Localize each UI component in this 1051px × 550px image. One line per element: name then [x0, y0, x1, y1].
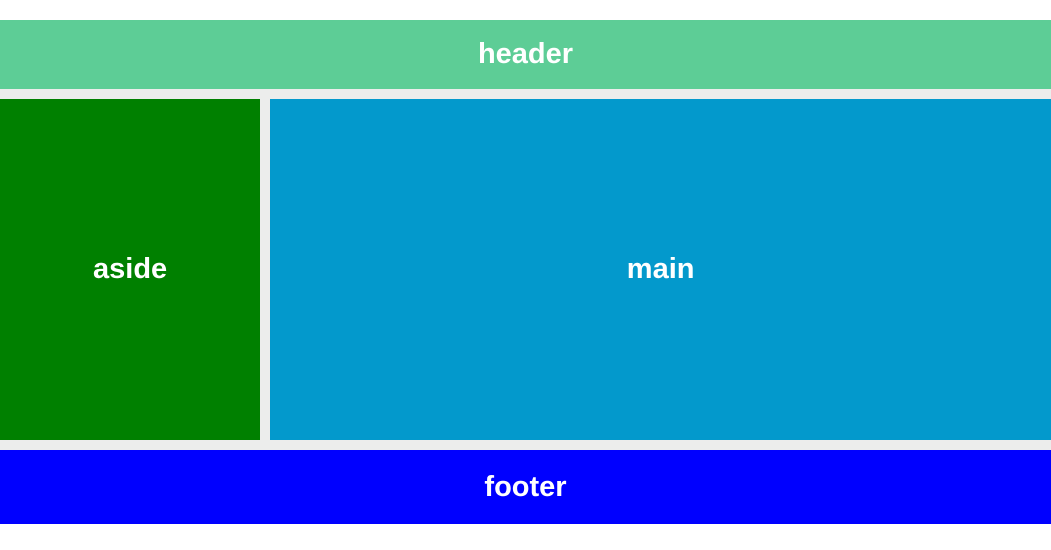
main-label: main: [626, 253, 695, 285]
main-region: main: [270, 99, 1051, 440]
layout-grid: header aside main footer: [0, 20, 1051, 524]
aside-region: aside: [0, 99, 261, 440]
footer-region: footer: [0, 450, 1051, 524]
footer-label: footer: [484, 470, 567, 503]
header-region: header: [0, 20, 1051, 89]
aside-label: aside: [93, 253, 168, 285]
header-label: header: [477, 38, 574, 70]
